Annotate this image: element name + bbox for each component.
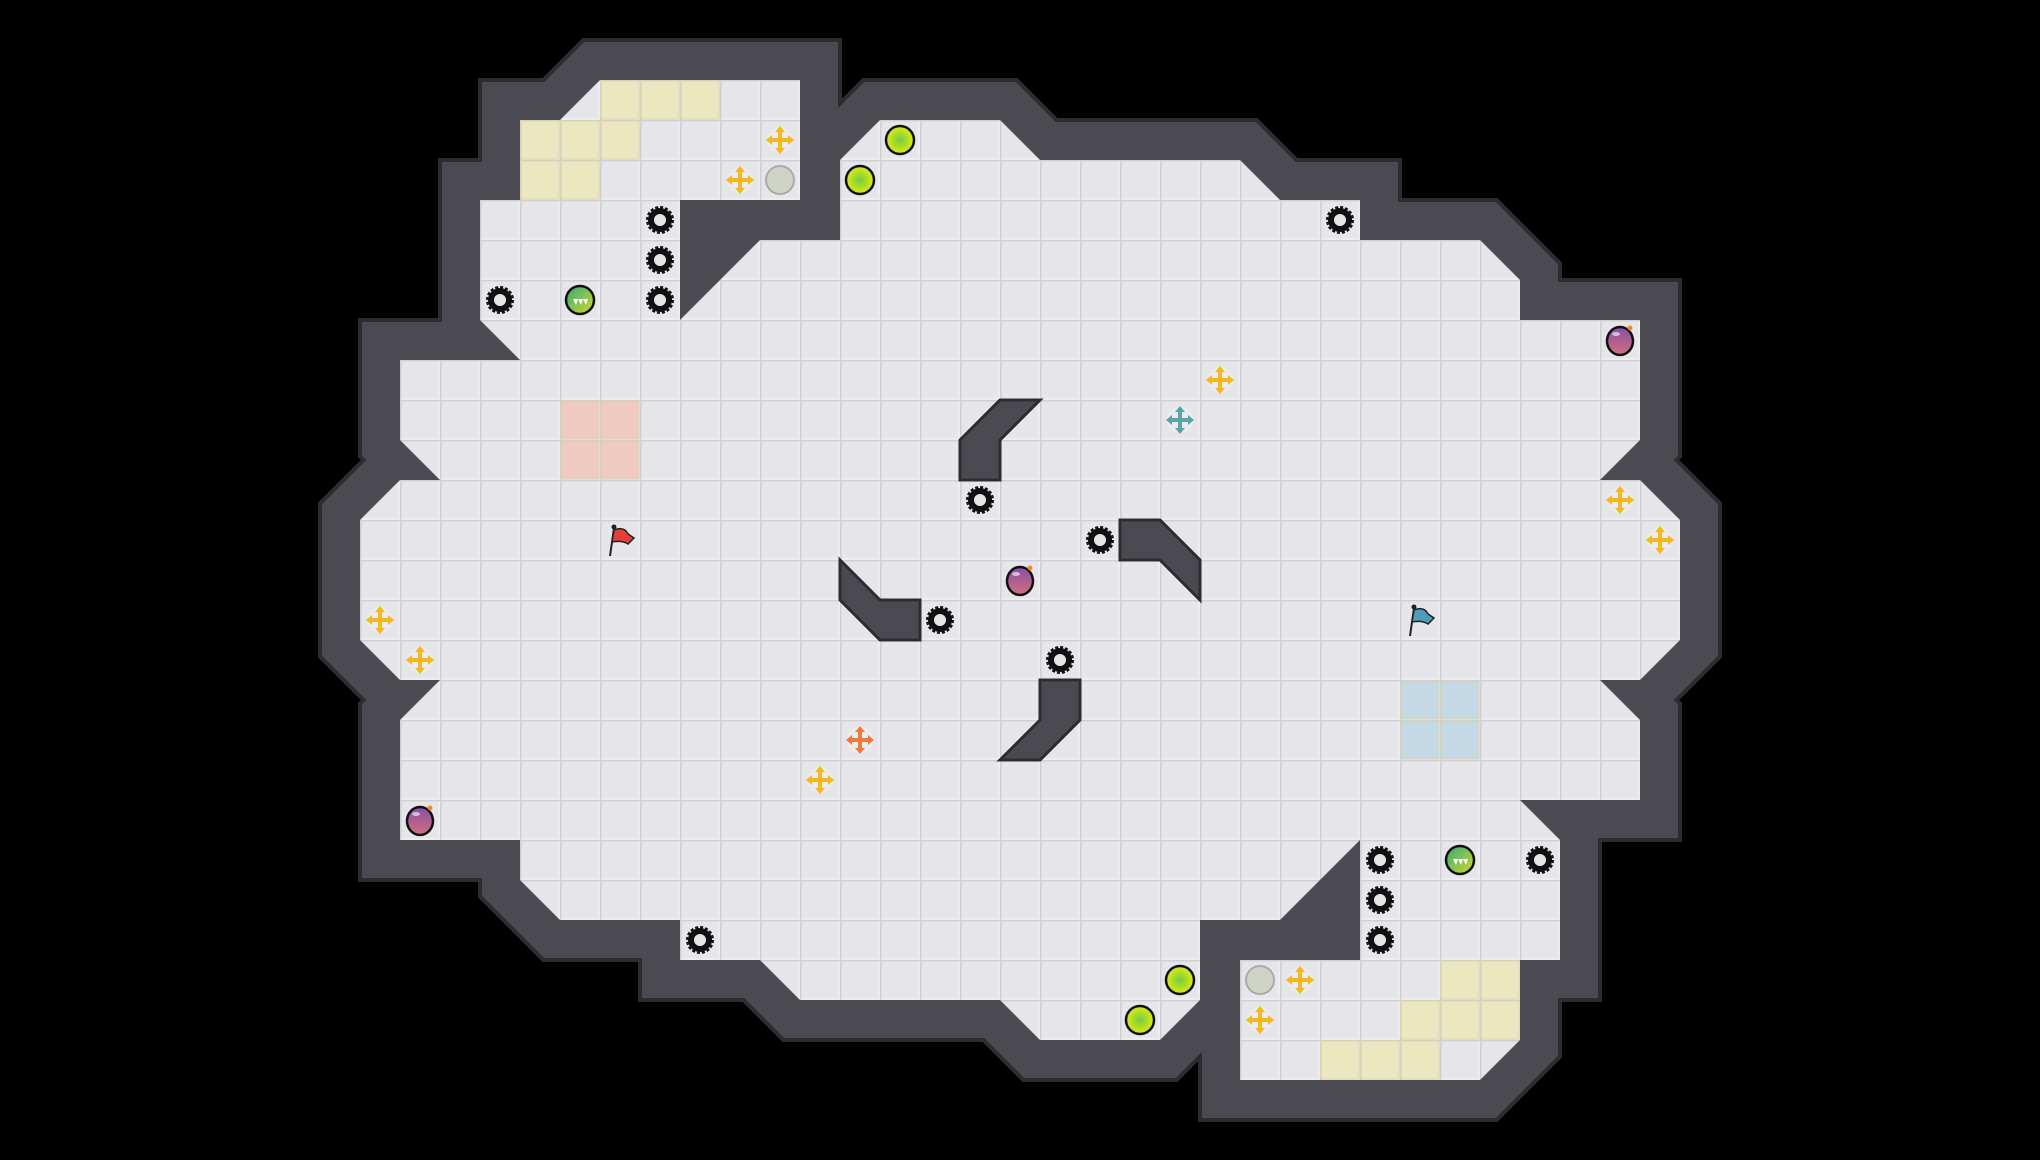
purple-bomb-icon (1605, 325, 1635, 357)
red-zone-cell (560, 400, 600, 440)
purple-bomb-icon (1005, 565, 1035, 597)
yellow-zone-cell (1440, 1000, 1480, 1040)
gear-hazard-icon (686, 926, 714, 954)
blue-zone-cell (1440, 680, 1480, 720)
yellow-zone-cell (560, 120, 600, 160)
gear-hazard-icon (1366, 926, 1394, 954)
entities (366, 124, 1674, 1036)
yellow-cross-icon (766, 126, 794, 154)
yellow-zone-cell (520, 120, 560, 160)
green-ball-icon (1444, 844, 1476, 876)
yellow-zone-cell (600, 120, 640, 160)
gear-hazard-icon (1326, 206, 1354, 234)
inner-wall-block (838, 556, 922, 642)
yellow-zone-cell (1400, 1000, 1440, 1040)
yellow-zone-cell (600, 80, 640, 120)
yellow-zone-cell (560, 160, 600, 200)
gear-hazard-icon (1366, 846, 1394, 874)
yellow-cross-icon (726, 166, 754, 194)
yellow-zone-cell (1480, 1000, 1520, 1040)
purple-bomb-icon (405, 805, 435, 837)
gear-hazard-icon (646, 246, 674, 274)
gear-hazard-icon (1526, 846, 1554, 874)
yellow-zone-cell (1360, 1040, 1400, 1080)
inner-wall-block (958, 398, 1044, 482)
gray-orb-icon (765, 165, 795, 195)
yellow-zone-cell (1400, 1040, 1440, 1080)
inner-wall-block (996, 678, 1082, 762)
gray-orb-icon (1245, 965, 1275, 995)
gear-hazard-icon (926, 606, 954, 634)
blue-zone-cell (1440, 720, 1480, 760)
red-zone-cell (600, 440, 640, 480)
yellow-orb-icon (1124, 1004, 1156, 1036)
yellow-cross-icon (1646, 526, 1674, 554)
yellow-cross-icon (1246, 1006, 1274, 1034)
orange-cross-icon (846, 726, 874, 754)
yellow-orb-icon (844, 164, 876, 196)
yellow-cross-icon (1206, 366, 1234, 394)
blue-zone-cell (1400, 680, 1440, 720)
red-flag-icon (609, 524, 636, 557)
green-ball-icon (564, 284, 596, 316)
inner-wall-block (1118, 518, 1202, 604)
yellow-zone-cell (1320, 1040, 1360, 1080)
gear-hazard-icon (1086, 526, 1114, 554)
gear-hazard-icon (1046, 646, 1074, 674)
red-zone-cell (560, 440, 600, 480)
gear-hazard-icon (486, 286, 514, 314)
yellow-zone-cell (1440, 960, 1480, 1000)
gear-hazard-icon (646, 286, 674, 314)
yellow-cross-icon (1286, 966, 1314, 994)
gear-hazard-icon (966, 486, 994, 514)
yellow-zone-cell (640, 80, 680, 120)
colored-zones (520, 80, 1520, 1080)
yellow-zone-cell (680, 80, 720, 120)
yellow-zone-cell (1480, 960, 1520, 1000)
teal-cross-icon (1166, 406, 1194, 434)
yellow-cross-icon (806, 766, 834, 794)
yellow-zone-cell (520, 160, 560, 200)
yellow-cross-icon (406, 646, 434, 674)
yellow-orb-icon (1164, 964, 1196, 996)
yellow-cross-icon (1606, 486, 1634, 514)
red-zone-cell (600, 400, 640, 440)
gear-hazard-icon (1366, 886, 1394, 914)
inner-walls (838, 398, 1202, 762)
blue-flag-icon (1409, 604, 1436, 637)
yellow-cross-icon (366, 606, 394, 634)
gear-hazard-icon (646, 206, 674, 234)
yellow-orb-icon (884, 124, 916, 156)
blue-zone-cell (1400, 720, 1440, 760)
